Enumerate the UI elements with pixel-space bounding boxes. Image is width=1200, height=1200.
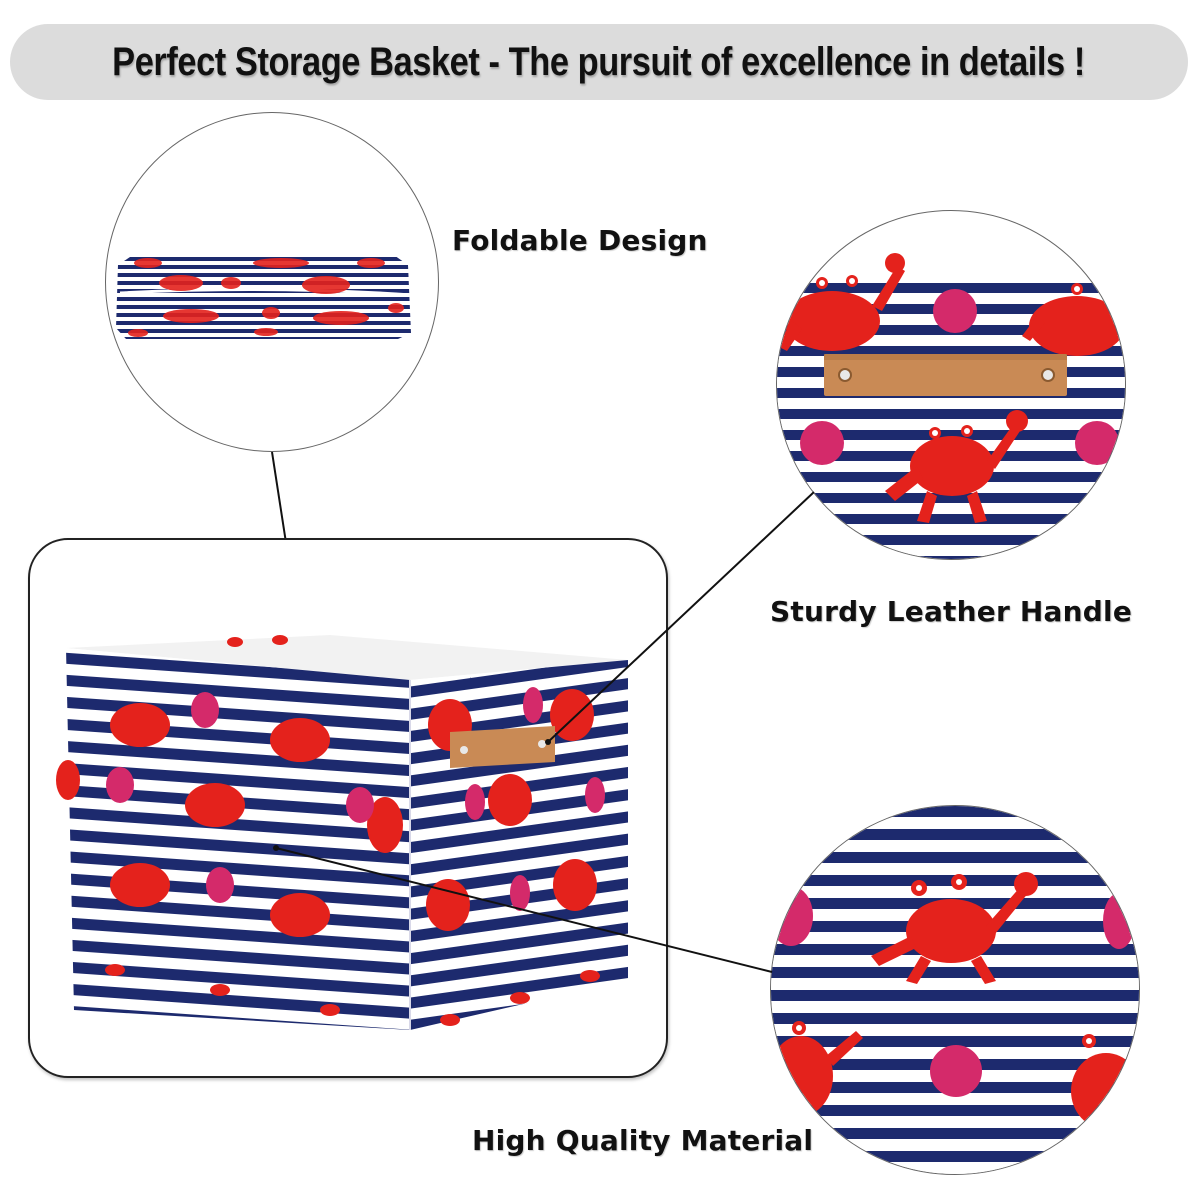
leather-handle-icon <box>450 726 555 768</box>
leather-handle-closeup <box>776 210 1126 560</box>
feature-label-material: High Quality Material <box>472 1124 814 1157</box>
folded-basket-icon <box>116 253 412 339</box>
leather-strap-icon <box>824 354 1067 396</box>
crab-pattern-icon <box>777 253 1125 523</box>
feature-label-handle: Sturdy Leather Handle <box>770 595 1133 628</box>
feature-label-foldable: Foldable Design <box>452 224 708 257</box>
fabric-material-closeup <box>770 805 1140 1175</box>
storage-basket-image <box>56 635 628 1030</box>
foldable-design-closeup <box>105 112 439 452</box>
product-image-frame <box>28 538 668 1078</box>
crab-pattern-icon <box>771 872 1139 1129</box>
banner-title: Perfect Storage Basket - The pursuit of … <box>112 39 1086 84</box>
header-banner: Perfect Storage Basket - The pursuit of … <box>10 24 1188 100</box>
